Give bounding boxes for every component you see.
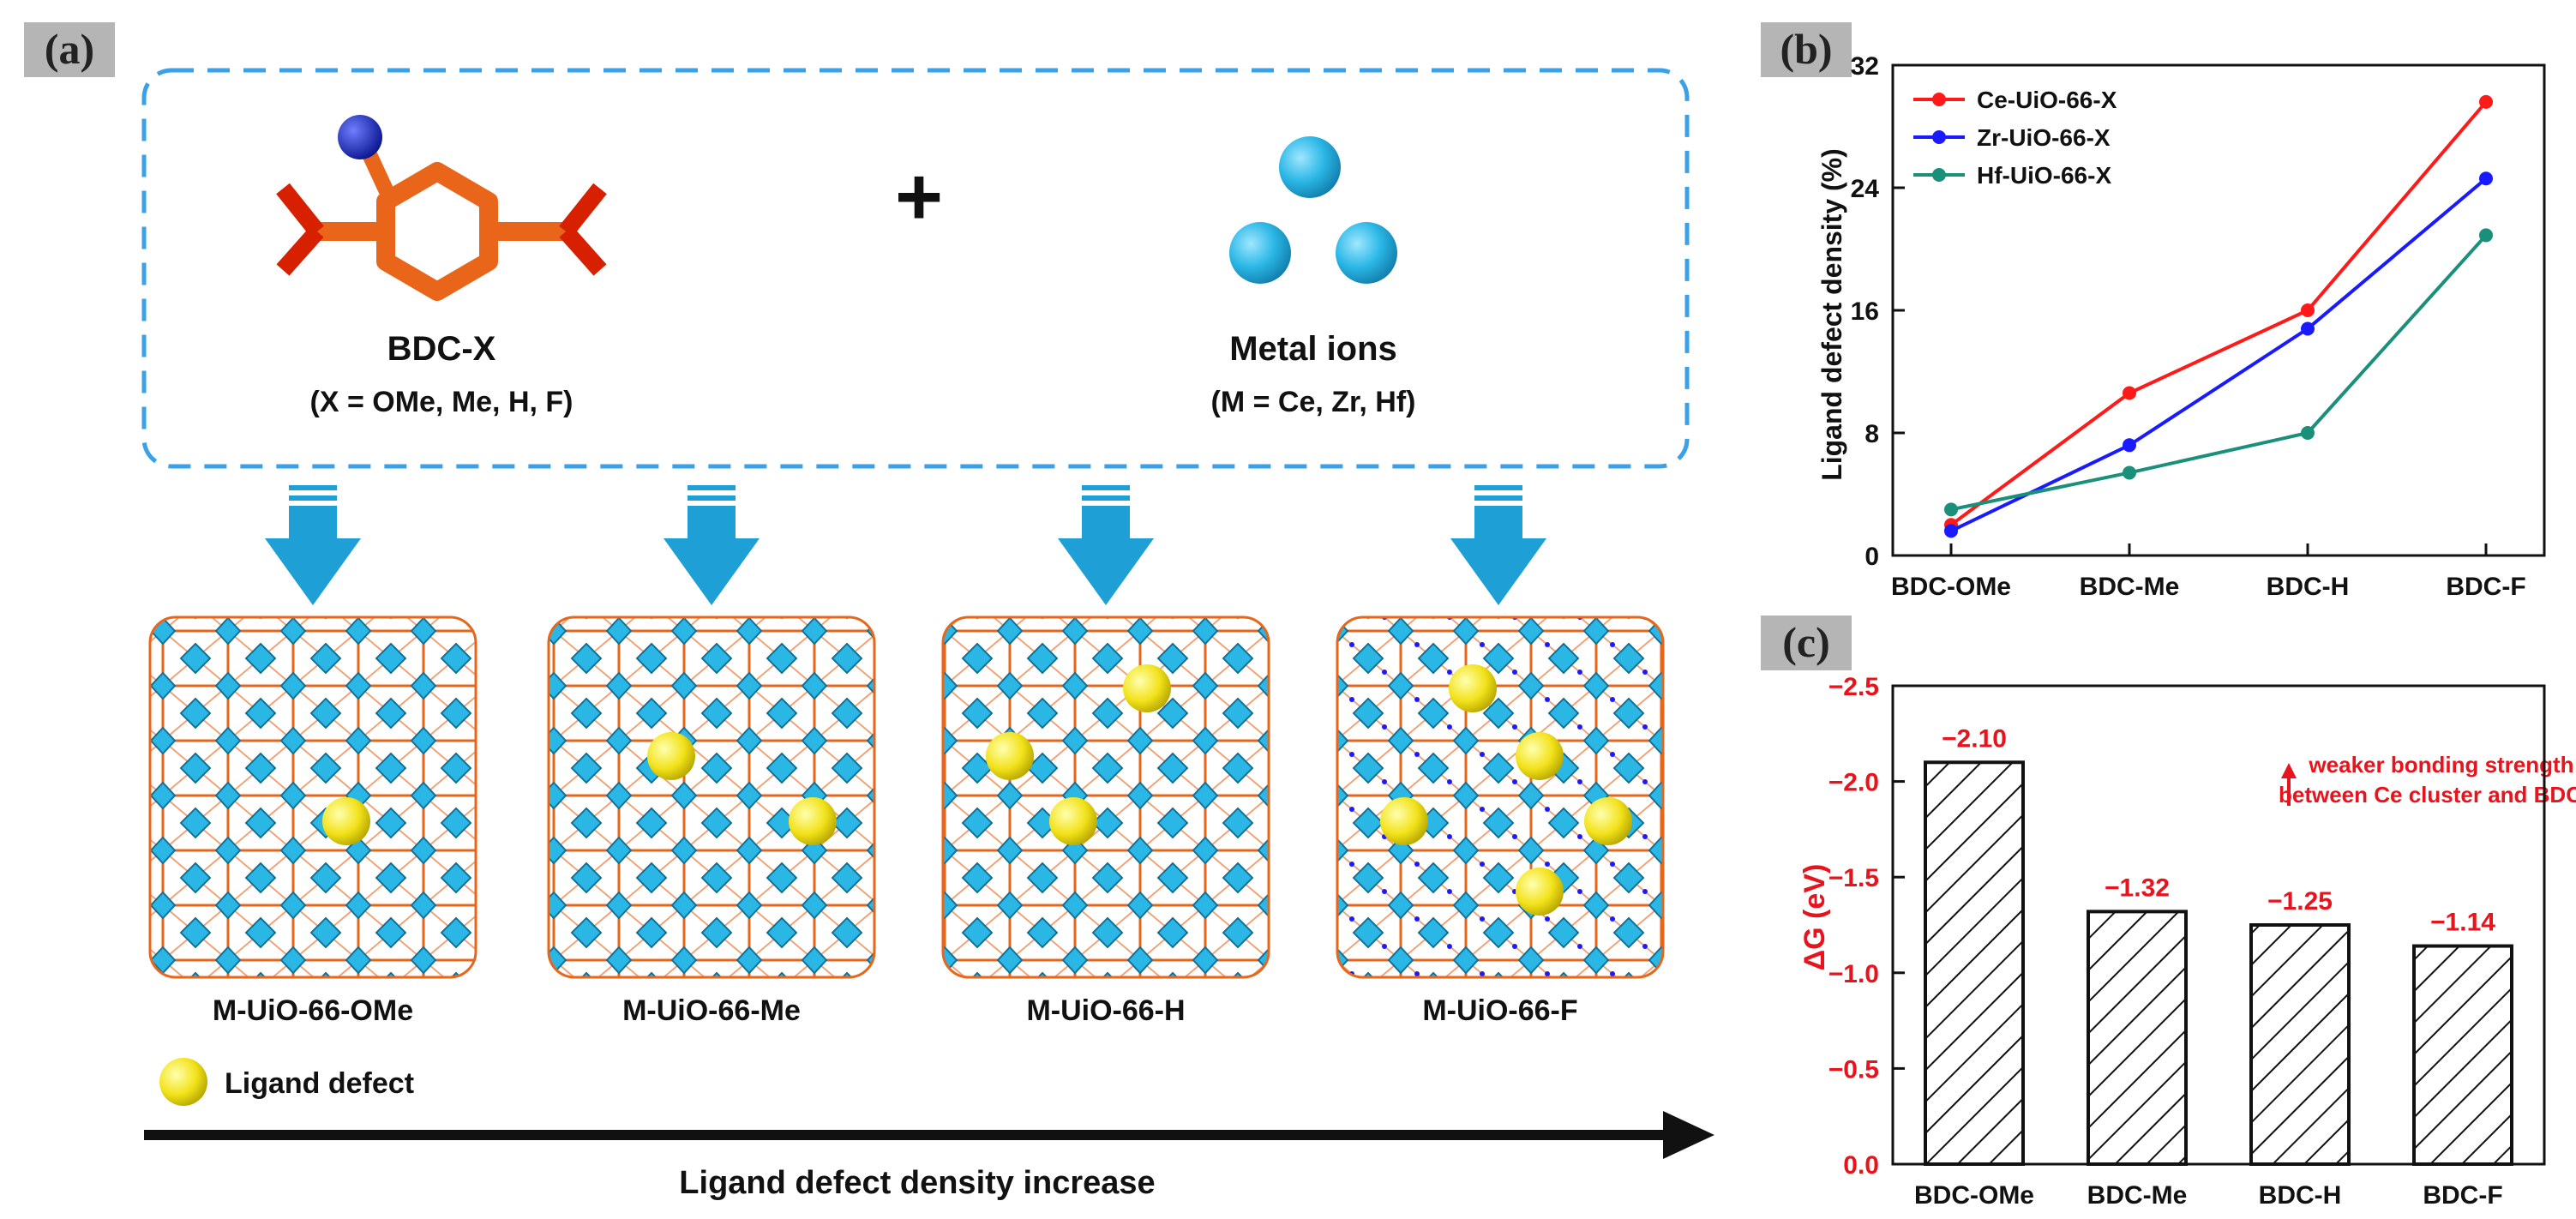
panel-b-label-box (1761, 22, 1852, 77)
y-tick-label: 8 (1864, 420, 1879, 448)
data-point (2479, 228, 2493, 243)
down-arrow-icon (1058, 485, 1154, 605)
bar (1924, 760, 2025, 1167)
framework-label: M-UiO-66-F (1422, 994, 1577, 1027)
bar (2087, 910, 2188, 1166)
chart-c-ylabel: ΔG (eV) (1798, 864, 1831, 971)
down-arrow-icon (265, 485, 361, 605)
panel-b-label: (b) (1780, 25, 1832, 73)
bar-value-label: −1.25 (2267, 887, 2333, 916)
framework-label: M-UiO-66-OMe (213, 994, 413, 1027)
y-tick-label: −0.5 (1828, 1055, 1879, 1084)
x-tick-label: BDC-H (2267, 573, 2350, 601)
y-tick-label: −1.0 (1828, 960, 1879, 988)
ligand-defect-legend: Ligand defect (225, 1067, 414, 1100)
reactants-frame (141, 68, 1690, 469)
y-tick-label: −2.5 (1828, 673, 1879, 701)
bdc-x-name: BDC-X (387, 330, 496, 368)
data-point (2301, 303, 2315, 317)
x-tick-label: BDC-Me (2087, 1181, 2188, 1210)
bar (2249, 923, 2351, 1166)
chart-c-annotation-line2: between Ce cluster and BDC-X (2279, 782, 2576, 808)
series-line (1950, 177, 2488, 533)
metal-ions-types: (M = Ce, Zr, Hf) (1211, 386, 1416, 418)
series-line (1950, 234, 2488, 512)
plus-sign: + (895, 151, 943, 243)
bar (2412, 944, 2513, 1166)
metal-ions-icon (1229, 136, 1397, 284)
legend-entry: Zr-UiO-66-X (1977, 124, 2111, 151)
density-arrow (144, 1111, 1714, 1159)
bar-value-label: −1.32 (2105, 874, 2170, 902)
y-tick-label: 0.0 (1843, 1151, 1879, 1180)
down-arrow-icon (1450, 485, 1546, 605)
data-point (2123, 465, 2136, 480)
y-tick-label: −2.0 (1828, 769, 1879, 797)
panel-a-label: (a) (45, 25, 94, 73)
y-tick-label: 24 (1851, 175, 1880, 203)
y-tick-label: −1.5 (1828, 864, 1879, 892)
x-tick-label: BDC-F (2423, 1181, 2502, 1210)
metal-ions-name: Metal ions (1229, 330, 1397, 368)
framework-f (1336, 616, 1665, 979)
down-arrow-icon (664, 485, 760, 605)
panel-c-label-box (1761, 616, 1852, 670)
y-tick-label: 0 (1864, 543, 1879, 571)
data-point (2479, 94, 2493, 109)
legend-entry: Hf-UiO-66-X (1977, 162, 2111, 189)
data-point (2479, 171, 2493, 186)
panel-c-label: (c) (1782, 618, 1830, 666)
data-point (1944, 524, 1958, 538)
ligand-defect-legend-icon (159, 1058, 207, 1106)
x-tick-label: BDC-F (2446, 573, 2525, 601)
legend-marker (1932, 93, 1946, 106)
framework-label: M-UiO-66-Me (622, 994, 801, 1027)
panel-a-label-box (24, 22, 115, 77)
panel-a: (a) BDC-X (X = OMe, Me, H, F) + Metal io… (24, 22, 1714, 1201)
framework-omE (148, 616, 477, 979)
chart-c-annotation-line1: weaker bonding strength (2308, 752, 2573, 778)
framework-h (941, 616, 1270, 979)
bdc-x-substituents: (X = OMe, Me, H, F) (310, 386, 573, 418)
data-point (1944, 502, 1958, 517)
x-tick-label: BDC-H (2259, 1181, 2342, 1210)
bar-value-label: −2.10 (1942, 724, 2007, 753)
data-point (2301, 426, 2315, 440)
legend-marker (1932, 168, 1946, 182)
y-tick-label: 16 (1851, 297, 1879, 326)
y-tick-label: 32 (1851, 52, 1879, 81)
x-tick-label: BDC-OMe (1891, 573, 2011, 601)
annotation-arrow-icon (2281, 763, 2297, 806)
data-point (2301, 321, 2315, 336)
x-tick-label: BDC-Me (2080, 573, 2180, 601)
framework-me (547, 616, 876, 979)
series-line (1949, 100, 2488, 526)
bar-value-label: −1.14 (2430, 909, 2495, 937)
framework-label: M-UiO-66-H (1026, 994, 1185, 1027)
chart-b: (b) Ligand defect density (%) 0 8 16 24 32BD… (1761, 22, 2546, 601)
down-arrows (265, 485, 1546, 605)
legend-entry: Ce-UiO-66-X (1977, 87, 2117, 113)
chart-c: (c) ΔG (eV) weaker bonding strength betw… (1761, 616, 2576, 1210)
density-arrow-label: Ligand defect density increase (679, 1165, 1155, 1201)
x-tick-label: BDC-OMe (1914, 1181, 2034, 1210)
chart-b-ylabel: Ligand defect density (%) (1816, 148, 1847, 481)
legend-marker (1932, 130, 1946, 144)
bdc-x-molecule (276, 115, 607, 301)
data-point (2123, 386, 2136, 400)
chart-c-frame (1891, 684, 2546, 1166)
data-point (2123, 438, 2136, 453)
